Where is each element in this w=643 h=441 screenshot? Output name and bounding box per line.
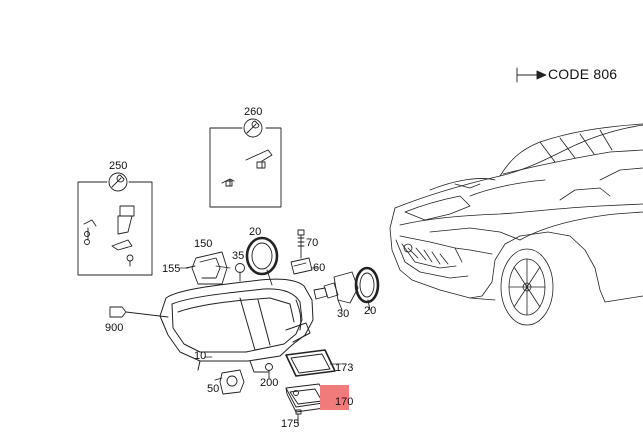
wrench-icon [111, 174, 125, 188]
seal-ring-20-right [354, 266, 380, 311]
kit-260-box [209, 118, 282, 208]
callout-30: 30 [337, 308, 350, 320]
callout-200: 200 [260, 377, 279, 389]
connector-900 [109, 306, 169, 318]
callout-170: 170 [335, 396, 354, 408]
module-150 [185, 251, 228, 285]
highlight-marker [320, 385, 349, 410]
callout-35: 35 [232, 250, 245, 262]
seal-ring-20-left [245, 236, 279, 286]
bracket-50 [214, 369, 245, 395]
callout-20-right: 20 [364, 305, 377, 317]
callout-60: 60 [313, 262, 326, 274]
code-reference-label: CODE 806 [548, 66, 618, 82]
callout-50: 50 [207, 383, 220, 395]
bolt-200 [265, 363, 273, 380]
callout-70: 70 [306, 237, 319, 249]
callout-250: 250 [109, 160, 128, 172]
callout-20-left: 20 [249, 226, 262, 238]
bolt-70 [297, 229, 305, 259]
clip-60 [290, 257, 313, 275]
vehicle-illustration [389, 123, 643, 326]
headlamp-assembly [159, 278, 314, 373]
screw-175 [295, 409, 302, 425]
callout-260: 260 [244, 106, 263, 118]
wrench-icon [246, 120, 260, 134]
screw-35 [235, 263, 245, 282]
callout-175: 175 [281, 418, 300, 430]
callout-10: 10 [194, 350, 207, 362]
callout-173: 173 [335, 362, 354, 374]
callout-900: 900 [105, 322, 124, 334]
bulb-30 [313, 271, 359, 311]
callout-150: 150 [194, 238, 213, 250]
kit-250-box [77, 172, 153, 276]
gasket-173 [285, 349, 336, 377]
arrow-right-icon [516, 67, 547, 83]
callout-155: 155 [162, 263, 181, 275]
